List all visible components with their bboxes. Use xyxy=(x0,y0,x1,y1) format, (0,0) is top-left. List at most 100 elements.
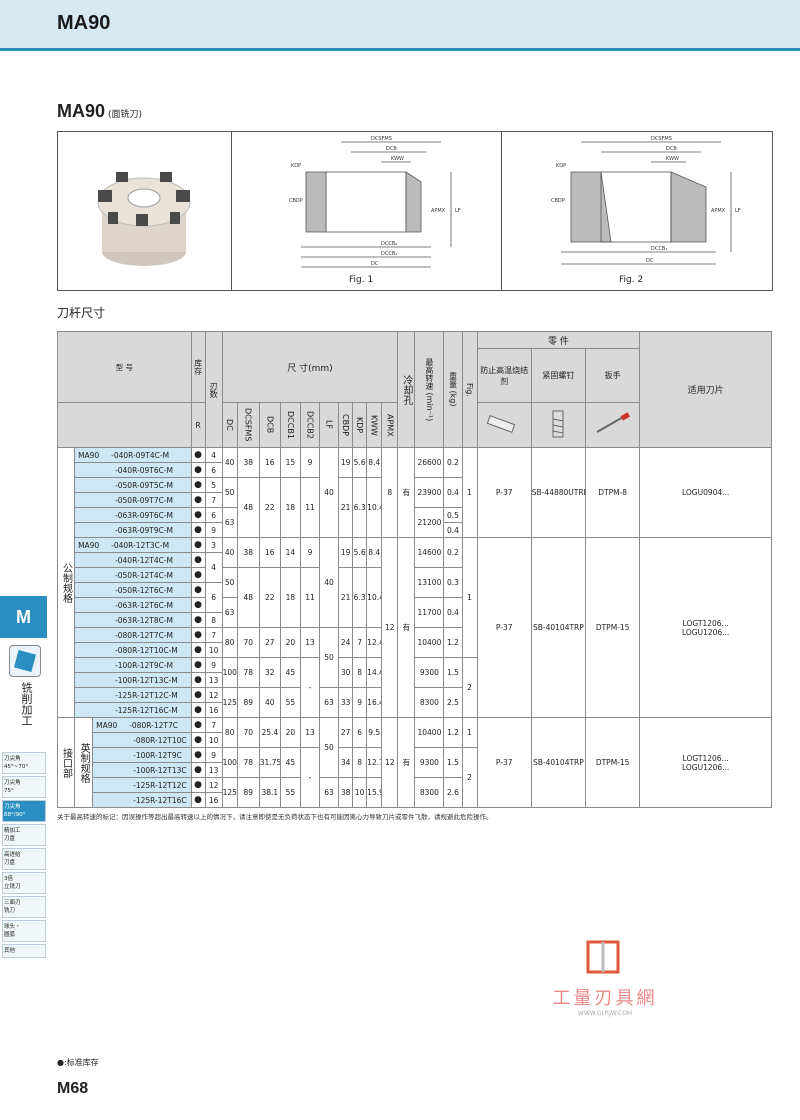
rpm: 21200 xyxy=(414,507,445,538)
model-cell: -100R-12T9C-M xyxy=(74,657,192,673)
header-coolant: 冷却孔 xyxy=(397,331,416,448)
stock-dot: ● xyxy=(190,582,206,598)
dim: 38 xyxy=(236,447,260,478)
dim: 34 xyxy=(338,747,354,778)
watermark-url: WWW.GLRJW.COM xyxy=(577,1010,633,1017)
group-imperial: 英制规格 xyxy=(74,717,94,808)
model-number: -080R-12T7C-M xyxy=(115,630,174,640)
side-nav-item[interactable]: 精加工 刀盘 xyxy=(2,824,46,846)
teeth: 6 xyxy=(204,507,223,523)
dim: 9.5 xyxy=(366,717,383,748)
header-antiseize: 防止高温烧结剂 xyxy=(476,348,532,403)
model-number: -125R-12T12C-M xyxy=(115,690,178,700)
stock-dot: ● xyxy=(190,537,206,553)
side-vertical-label: 铣削加工 xyxy=(20,682,33,726)
dim: 38 xyxy=(236,537,260,568)
side-nav-item[interactable]: 刀尖角 45°~70° xyxy=(2,752,46,774)
table-row: -100R-12T9C ● 9 100 78 31.75 45 - 34 8 1… xyxy=(58,747,772,808)
stock-dot: ● xyxy=(190,567,206,583)
model-cell: -050R-09T7C-M xyxy=(74,492,192,508)
header-model-blank xyxy=(57,402,192,448)
dim: 11 xyxy=(299,477,321,538)
teeth: 4 xyxy=(204,447,223,463)
model-cell: -125R-12T12C-M xyxy=(74,687,192,703)
dim: 100 xyxy=(221,747,238,778)
model-number: -063R-12T6C-M xyxy=(115,600,174,610)
model-number: -063R-09T9C-M xyxy=(115,525,174,535)
rpm: 8300 xyxy=(414,687,445,718)
stock-dot: ● xyxy=(190,492,206,508)
dim: 14.4 xyxy=(366,657,383,688)
model-cell: -040R-12T4C-M xyxy=(74,552,192,568)
stock-dot: ● xyxy=(190,522,206,538)
col-dcsfms: DCSFMS xyxy=(236,402,260,448)
model-cell: -063R-12T8C-M xyxy=(74,612,192,628)
dim: 80 xyxy=(221,627,238,658)
side-nav-item[interactable]: 刀尖角 75° xyxy=(2,776,46,798)
section-subtitle: (面铣刀) xyxy=(108,110,143,120)
teeth: 12 xyxy=(204,687,223,703)
fig2-label-apmx: APMX xyxy=(711,208,726,214)
dim: 55 xyxy=(279,777,301,808)
stock-dot: ● xyxy=(190,732,206,748)
dim: 70 xyxy=(236,717,260,748)
col-dcb: DCB xyxy=(258,402,281,448)
part-screw: SB-40104TRP xyxy=(530,717,587,808)
table-row: -125R-12T16C-M ● 16 xyxy=(58,702,772,718)
col-dccb2: DCCB2 xyxy=(299,402,321,448)
table-row: -063R-12T6C-M ● 63 11700 0.4 xyxy=(58,597,772,628)
stock-dot: ● xyxy=(190,597,206,613)
table-row: -080R-12T10C-M ● 10 xyxy=(58,642,772,658)
dim: 7 xyxy=(352,627,368,658)
side-nav-item[interactable]: 球头・ 圆弧 xyxy=(2,920,46,942)
fig1-caption: Fig. 1 xyxy=(349,275,374,285)
model-number: -050R-09T5C-M xyxy=(115,480,174,490)
fig2-label-kww: KWW xyxy=(666,156,679,162)
side-nav-item[interactable]: 3倍 立铣刀 xyxy=(2,872,46,894)
model-number: -100R-12T9C xyxy=(133,750,182,760)
teeth: 10 xyxy=(204,732,223,748)
label-lf: LF xyxy=(455,208,461,214)
header-title: MA90 xyxy=(57,12,111,34)
header-screw: 紧固螺钉 xyxy=(530,348,587,403)
stock-dot: ● xyxy=(190,717,206,733)
dim: 8.4 xyxy=(366,447,383,478)
teeth: 7 xyxy=(204,627,223,643)
dim: 12 xyxy=(381,537,399,718)
teeth: 6 xyxy=(204,462,223,478)
model-number: -040R-09T4C-M xyxy=(111,450,170,460)
side-tab-m[interactable]: M xyxy=(0,596,47,638)
dim: 8 xyxy=(381,447,399,538)
model-cell: -125R-12T16C-M xyxy=(74,702,192,718)
side-nav-item-active[interactable]: 刀尖角 88°/90° xyxy=(2,800,46,822)
rpm: 13100 xyxy=(414,567,445,598)
teeth: 10 xyxy=(204,642,223,658)
side-nav-item[interactable]: 其他 xyxy=(2,944,46,958)
page-number: M68 xyxy=(57,1080,89,1097)
part-screw: SB-44880UTRP xyxy=(530,447,587,538)
insert-2: LOGU1206... xyxy=(681,762,730,772)
insert: LOGT1206...LOGU1206... xyxy=(639,537,772,718)
teeth: 13 xyxy=(204,672,223,688)
weight: 1.5 xyxy=(443,657,463,688)
weight: 0.5 xyxy=(443,507,463,523)
model-number: -080R-12T10C-M xyxy=(115,645,178,655)
side-nav-item[interactable]: 高进给 刀盘 xyxy=(2,848,46,870)
dim: 40 xyxy=(221,537,238,568)
stock-dot: ● xyxy=(190,552,206,568)
stock-legend: ●:标准库存 xyxy=(57,1058,99,1067)
dim: 40 xyxy=(318,447,340,538)
table-row: MA90 -040R-12T3C-M ● 3 40 38 16 14 9 40 … xyxy=(58,537,772,718)
weight: 0.4 xyxy=(443,477,463,508)
side-nav-item[interactable]: 三面刃 铣刀 xyxy=(2,896,46,918)
weight: 2.6 xyxy=(443,777,463,808)
dim: 20 xyxy=(279,717,301,748)
col-cbdp: CBDP xyxy=(338,402,354,448)
stock-dot: ● xyxy=(190,702,206,718)
dim: - xyxy=(299,657,321,718)
weight: 0.3 xyxy=(443,567,463,598)
teeth: 9 xyxy=(204,522,223,538)
fig2-label-dccb: DCCB₁ xyxy=(651,246,667,252)
model-cell: -080R-12T7C-M xyxy=(74,627,192,643)
table-title: 刀杆尺寸 xyxy=(57,306,106,320)
